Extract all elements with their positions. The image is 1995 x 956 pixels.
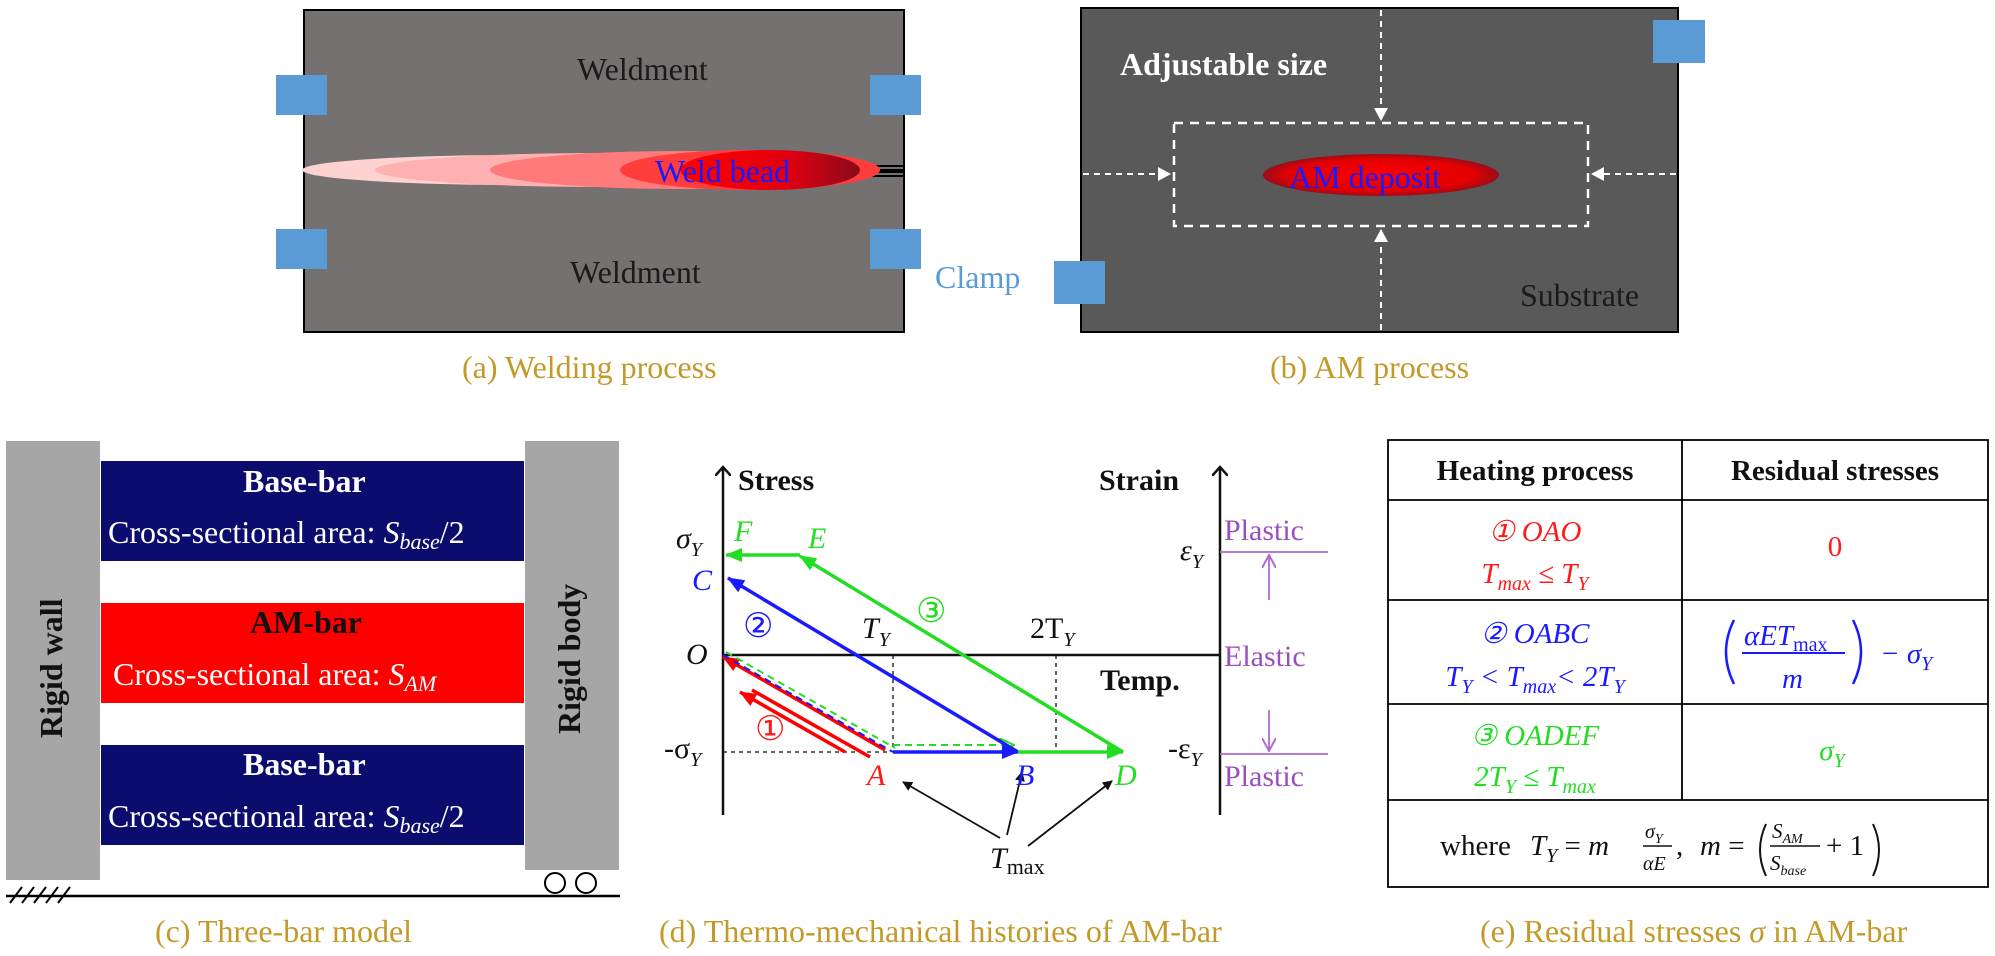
sigma-y-label: σY [676,522,704,561]
base-bar-top [101,461,524,561]
path-1-return-arrow [739,690,846,754]
weld-bead [302,150,880,190]
substrate-label: Substrate [1520,277,1639,313]
path-1-number: ① [755,711,785,748]
ty-label: TY [862,612,892,651]
svg-text:SAM: SAM [1772,819,1804,847]
weldment-top-plate [303,9,905,171]
am-deposit [1263,154,1499,196]
weld-bead-label: Weld bead [655,153,790,189]
row2-path: ② OABC [1481,618,1591,650]
path-3-dashed [725,651,896,749]
row1-value: 0 [1828,531,1843,563]
path-2-bc [727,576,1019,754]
origin-label: O [686,638,708,671]
weldment-top-label: Weldment [577,51,708,87]
caption-d: (d) Thermo-mechanical histories of AM-ba… [659,913,1222,949]
am-bar-title: AM-bar [250,604,362,640]
rigid-body-label: Rigid body [551,584,587,734]
caption-b: (b) AM process [1270,349,1469,385]
neg-eps-y-label: -εY [1168,732,1204,771]
point-d: D [1114,759,1137,792]
base-bar-top-area: Cross-sectional area: Sbase/2 [108,514,465,554]
clamp-square [1054,261,1105,304]
clamp-square [1653,20,1705,63]
point-c: C [692,564,713,597]
weldment-bottom-label: Weldment [570,254,701,290]
rigid-wall [6,441,100,880]
plastic-bottom-label: Plastic [1224,760,1304,793]
point-f: F [733,515,753,548]
row1-path: ① OAO [1489,516,1582,548]
am-bar [101,603,524,703]
path-3-de [799,554,1124,754]
row2-condition: TY < Tmax< 2TY [1445,661,1626,698]
clamp-square [276,75,327,115]
panel-c-three-bar: Rigid wall Rigid body Base-bar Cross-sec… [6,441,620,949]
path-1-unload [722,655,886,752]
clamp-square [870,229,921,269]
table-footnote: where TY = m σY αE , m = SAM Sbase + 1 [1440,819,1880,879]
base-bar-top-title: Base-bar [243,463,366,499]
clamp-square [870,75,921,115]
clamp-label: Clamp [935,259,1020,295]
eps-y-label: εY [1180,534,1205,573]
row3-value: σY [1819,735,1846,772]
path-1-load [751,688,871,759]
row2-formula: αETmax m − σY [1724,619,1934,695]
base-bar-bottom-title: Base-bar [243,746,366,782]
roller-wheel [544,872,566,894]
adjustable-region [1172,121,1590,228]
base-bar-bottom-area: Cross-sectional area: Sbase/2 [108,798,465,838]
strain-axis-label: Strain [1099,464,1179,497]
caption-c: (c) Three-bar model [155,913,412,949]
table-border [1387,439,1989,888]
roller-wheel [575,872,597,894]
plastic-top-label: Plastic [1224,514,1304,547]
tmax-label: Tmax [990,842,1045,879]
elastic-label: Elastic [1224,640,1306,673]
weldment-bottom-plate [303,171,905,333]
point-a: A [865,759,886,792]
adjustable-size-label: Adjustable size [1120,46,1327,82]
table-header-left: Heating process [1437,455,1634,487]
svg-text:,: , [1676,830,1683,862]
two-ty-label: 2TY [1030,612,1076,651]
panel-b-am: Adjustable size AM deposit Substrate Cla… [935,7,1705,385]
svg-text:− σY: − σY [1880,638,1934,675]
rigid-wall-label: Rigid wall [33,598,69,738]
neg-sigma-y-label: -σY [664,732,703,771]
temp-axis-label: Temp. [1100,664,1180,697]
caption-a: (a) Welding process [462,349,717,385]
clamp-square [276,229,327,269]
row1-condition: Tmax ≤ TY [1481,558,1590,595]
stress-axis-label: Stress [738,464,814,497]
panel-d-histories: Stress Strain Temp. σY -σY O εY -εY A B … [659,464,1328,949]
ground-hatch [9,886,71,904]
svg-text:m: m [1782,663,1803,695]
svg-text:TY = m: TY = m [1530,830,1609,867]
panel-e-table: Heating process Residual stresses ① OAO … [1387,439,1989,949]
svg-text:αETmax: αETmax [1744,620,1828,656]
svg-text:m =: m = [1700,830,1745,862]
base-bar-bottom [101,745,524,845]
row3-path: ③ OADEF [1471,720,1600,752]
svg-text:where: where [1440,830,1511,862]
svg-text:αE: αE [1643,853,1666,875]
path-2-dashed [722,654,894,753]
am-bar-area: Cross-sectional area: SAM [113,656,438,696]
row3-condition: 2TY ≤ Tmax [1474,761,1596,798]
panel-a-welding: Weldment Weldment Weld bead (a) Welding … [276,9,921,385]
svg-text:+ 1: + 1 [1826,830,1864,862]
svg-text:σY: σY [1645,821,1665,847]
caption-e: (e) Residual stresses σ in AM-bar [1480,913,1908,949]
am-deposit-label: AM deposit [1289,159,1441,195]
point-e: E [807,522,826,555]
path-3-number: ③ [916,593,946,630]
point-b: B [1016,759,1034,792]
path-2-number: ② [743,608,773,645]
rigid-body [525,441,619,870]
svg-text:Sbase: Sbase [1770,851,1806,879]
table-header-right: Residual stresses [1731,455,1939,487]
